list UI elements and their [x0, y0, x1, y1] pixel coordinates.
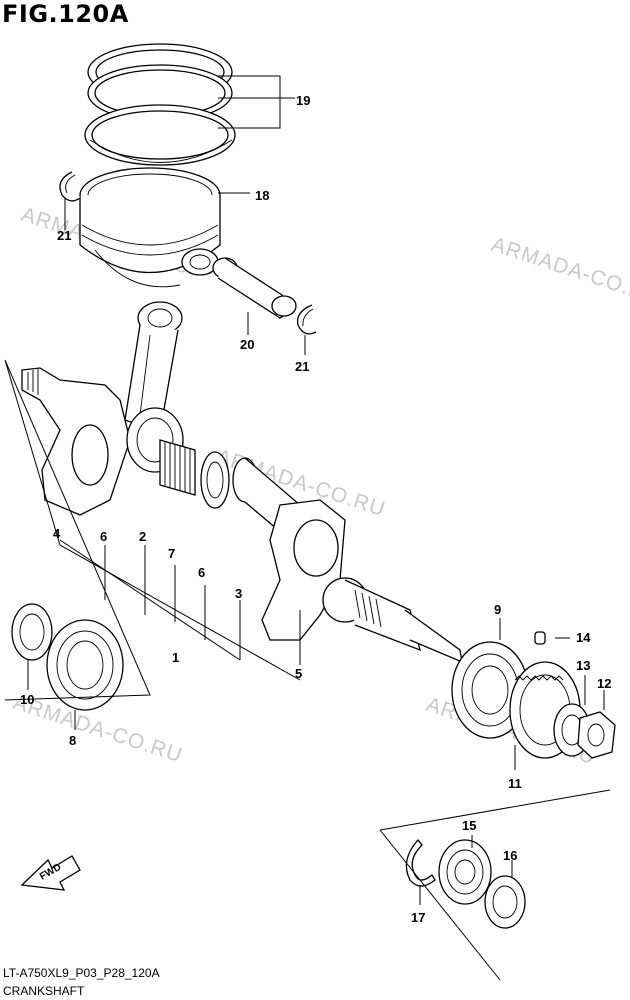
callout-13: 13: [576, 658, 590, 673]
crankshaft-left-half: [21, 367, 184, 516]
piston-pin-circlip-top: [59, 171, 81, 202]
piston-pin: [212, 257, 297, 319]
leader-lines: [4, 75, 611, 981]
callout-5: 5: [295, 666, 302, 681]
callout-12: 12: [597, 676, 611, 691]
crankshaft-right-half: [261, 499, 463, 664]
piston: [79, 167, 221, 288]
balancer-oil-seal: [484, 875, 526, 929]
callout-15: 15: [462, 818, 476, 833]
thrust-washer-right: [200, 451, 230, 509]
callout-18: 18: [255, 188, 269, 203]
bearing-circlip: [405, 838, 436, 887]
fwd-arrow-icon: FWD: [20, 855, 81, 891]
callout-17: 17: [411, 910, 425, 925]
callout-6: 6: [198, 565, 205, 580]
crankshaft-nut: [577, 711, 616, 759]
callout-9: 9: [494, 602, 501, 617]
callout-4: 4: [53, 526, 61, 541]
figure-title: FIG.120A: [2, 0, 129, 28]
callout-2: 2: [139, 529, 146, 544]
callout-11: 11: [508, 776, 522, 791]
callout-19: 19: [296, 93, 310, 108]
callout-14: 14: [576, 630, 591, 645]
crankshaft-bearing-left: [46, 619, 124, 711]
figure-name: CRANKSHAFT: [3, 984, 85, 998]
needle-bearing: [159, 439, 196, 496]
callout-1: 1: [172, 650, 179, 665]
piston-pin-circlip-right: [296, 304, 317, 335]
callout-16: 16: [503, 848, 517, 863]
callout-6: 6: [100, 529, 107, 544]
callout-8: 8: [69, 733, 76, 748]
figure-code: LT-A750XL9_P03_P28_120A: [3, 966, 160, 980]
callout-3: 3: [235, 586, 242, 601]
callout-10: 10: [20, 692, 34, 707]
oil-seal-left: [11, 603, 53, 661]
callout-7: 7: [168, 546, 175, 561]
callout-21: 21: [295, 359, 309, 374]
callout-20: 20: [240, 337, 254, 352]
woodruff-key: [534, 631, 546, 645]
callout-21: 21: [57, 228, 71, 243]
watermark-text: ARMADA-CO.RU: [488, 233, 630, 309]
piston-rings: [84, 43, 236, 166]
balancer-bearing: [438, 839, 492, 905]
connecting-rod: [124, 301, 183, 433]
callout-numbers: 1 2 3 4 5 6 6 7 8 9 10 11 12 13 14 15 16…: [20, 93, 611, 925]
